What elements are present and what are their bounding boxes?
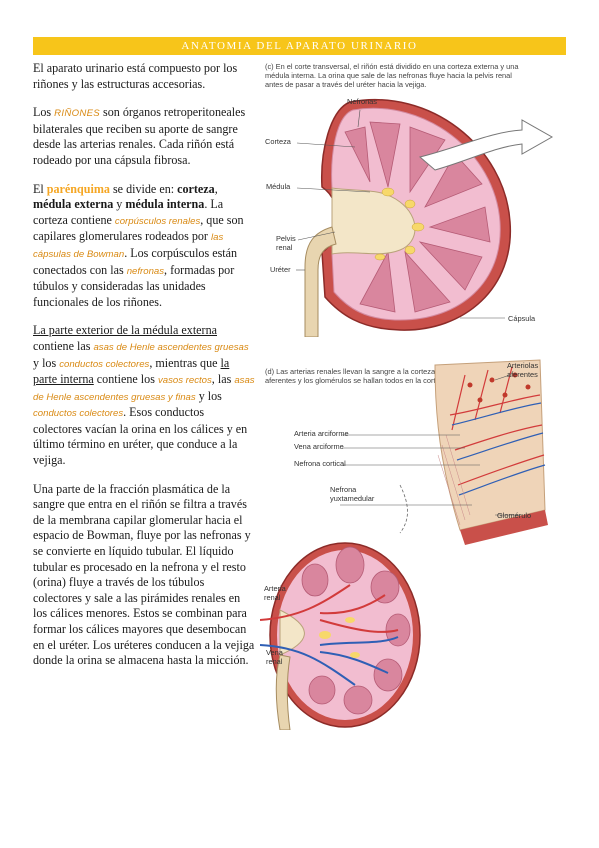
term-parenchyma: parénquima (46, 181, 110, 196)
label-juxtamedullary-nephron: Nefrona yuxtamedular (330, 485, 375, 503)
term-collecting: conductos colectores (59, 358, 150, 370)
text: . La corteza contiene (33, 197, 224, 227)
term-collecting-2: conductos colectores (33, 408, 124, 420)
text: contiene las (33, 338, 94, 353)
term-nephrons: nefronas (126, 265, 165, 277)
label-glomerulus: Glomérulo (497, 511, 532, 520)
text: se divide en: (109, 181, 178, 196)
text: El (33, 181, 47, 196)
text: , que son capilares glomerulares rodeado… (33, 212, 244, 244)
label-arcuate-artery: Arteria arciforme (294, 429, 349, 438)
text: , (214, 181, 218, 196)
paragraph-parenchyma: El parénquima se divide en: corteza, méd… (33, 182, 255, 311)
label-nephrons: Nefronas (347, 97, 377, 106)
term-inner-medulla: médula interna (125, 197, 205, 212)
label-cortical-nephron: Nefrona cortical (294, 459, 346, 468)
term-henle-both: asas de Henle ascendentes gruesas y fina… (33, 375, 255, 403)
term-bowman: las cápsulas de Bowman (33, 232, 224, 260)
label-medulla: Médula (266, 182, 291, 191)
figure-top-caption: (c) En el corte transversal, el riñón es… (265, 62, 519, 89)
paragraph-filtration: Una parte de la fracción plasmática de l… (33, 481, 255, 668)
text: contiene los (93, 372, 158, 387)
text-column: El aparato urinario está compuesto por l… (33, 61, 255, 682)
term-cortex: corteza (177, 181, 215, 196)
underlined-inner: la parte interna (33, 355, 230, 387)
text: , formadas por túbulos y consideradas la… (33, 262, 235, 309)
text: son órganos retroperitoneales bilaterale… (33, 105, 246, 167)
renal-vasculature-illustration (260, 359, 548, 730)
title-banner: ANATOMIA DEL APARATO URINARIO (33, 37, 566, 55)
figure-bottom-caption: (d) Las arterias renales llevan la sangr… (265, 367, 484, 385)
term-corpuscles: corpúsculos renales (114, 215, 201, 227)
term-henle-thick: asas de Henle ascendentes gruesas (93, 341, 249, 353)
text: y los (33, 355, 60, 370)
kidney-section-illustration (296, 99, 554, 337)
label-afferent-arterioles: Arteriolas aferentes (507, 361, 539, 379)
paragraph-intro: El aparato urinario está compuesto por l… (33, 61, 238, 91)
term-outer-medulla: médula externa (33, 197, 114, 212)
page-title: ANATOMIA DEL APARATO URINARIO (181, 40, 418, 52)
label-capsule: Cápsula (508, 314, 536, 323)
text: y (113, 197, 126, 212)
underlined-outer: La parte exterior de la médula externa (33, 323, 217, 338)
text: , mientras que (149, 355, 221, 370)
label-renal-vein: Vena renal (266, 648, 283, 666)
label-ureter: Uréter (270, 265, 291, 274)
label-pelvis: Pelvis renal (276, 234, 296, 252)
label-renal-artery: Arteria renal (264, 584, 286, 602)
text: . Los corpúsculos están conectados con l… (33, 245, 238, 277)
text: , las (211, 372, 235, 387)
paragraph-kidneys: Los RIÑONES son órganos retroperitoneale… (33, 105, 255, 168)
label-cortex: Corteza (265, 137, 291, 146)
text: . Esos conductos colectores vacían la or… (33, 405, 248, 468)
paragraph-medulla: La parte exterior de la médula externa c… (33, 323, 255, 468)
text: y los (195, 388, 222, 403)
term-kidneys: RIÑONES (54, 108, 100, 120)
text: Los (33, 105, 55, 120)
label-arcuate-vein: Vena arciforme (294, 442, 344, 451)
term-vasa-recta: vasos rectos (157, 375, 212, 387)
